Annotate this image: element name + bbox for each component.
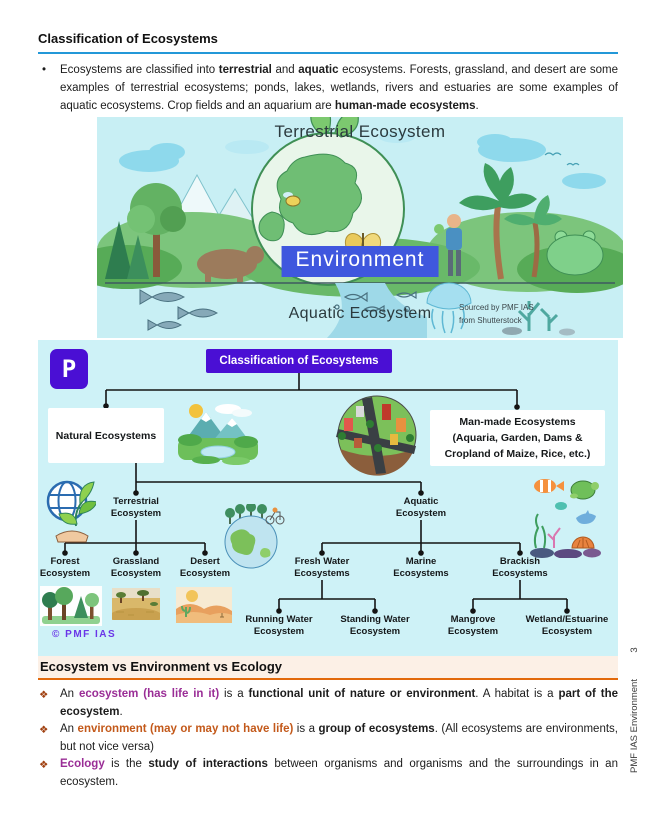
bear-icon xyxy=(197,246,264,282)
text-run: Ecosystems are classified into xyxy=(60,64,219,76)
text-run: is a xyxy=(219,688,249,700)
environment-label: Environment xyxy=(281,246,439,277)
jellyfish-icon xyxy=(426,282,472,334)
paragraph-text: Ecosystems are classified into terrestri… xyxy=(38,61,618,115)
text-run-bold: part of the ecosystem xyxy=(60,688,618,718)
small-fish-icons xyxy=(334,290,417,314)
pmfias-logo: P xyxy=(50,349,88,389)
diamond-bullet-icon: ❖ xyxy=(39,688,49,701)
node-manmade-ecosystems: Man-made Ecosystems (Aquaria, Garden, Da… xyxy=(430,410,605,466)
hero-top-label: Terrestrial Ecosystem xyxy=(274,122,446,141)
fish-icons xyxy=(139,289,219,331)
credit-line: from Shutterstock xyxy=(459,316,522,326)
leaf-icons xyxy=(310,117,359,138)
connector-lines xyxy=(62,373,570,614)
node-natural-ecosystems: Natural Ecosystems xyxy=(48,408,164,463)
text-run: . (All ecosystems are environments, but … xyxy=(60,723,618,753)
text-run-bold: functional unit of nature or environment xyxy=(248,688,476,700)
term-environment: environment (may or may not have life) xyxy=(77,723,294,735)
term-ecosystem: ecosystem (has life in it) xyxy=(78,688,220,700)
text-run: and xyxy=(271,64,299,76)
section2-heading: Ecosystem vs Environment vs Ecology xyxy=(40,659,283,674)
cloud-icons xyxy=(119,134,606,189)
section1-paragraph: • Ecosystems are classified into terrest… xyxy=(38,61,618,115)
bullet-dot: • xyxy=(42,64,47,76)
text-run-bold: study of interactions xyxy=(148,758,268,770)
bird-icons xyxy=(544,152,580,166)
text-run: ecosystems. Forests, grassland, and dese… xyxy=(60,64,619,112)
tree-icon xyxy=(127,183,186,277)
frog-icon xyxy=(546,230,604,276)
text-run: . A habitat is a xyxy=(475,688,559,700)
coral-icon xyxy=(517,301,559,331)
text-run-bold: human-made ecosystems xyxy=(334,100,476,112)
text-run-bold: terrestrial xyxy=(218,64,272,76)
text-run-bold: group of ecosystems xyxy=(318,723,435,735)
node-label: Man-made Ecosystems xyxy=(459,416,576,428)
text-run: An xyxy=(60,723,78,735)
page-number: 3 xyxy=(629,647,640,653)
globe-plant-icon xyxy=(46,480,96,543)
list-item: ❖ An ecosystem (has life in it) is a fun… xyxy=(38,686,618,721)
person-icon xyxy=(434,214,462,276)
list-item: ❖ Ecology is the study of interactions b… xyxy=(38,756,618,791)
diamond-bullet-icon: ❖ xyxy=(39,723,49,736)
earth-cyclist-illustration xyxy=(224,504,285,569)
side-margin-label: PMF IAS Environment xyxy=(629,679,640,773)
grassland-thumbnail xyxy=(112,588,160,620)
node-label: Natural Ecosystems xyxy=(55,429,157,442)
node-label: (Aquaria, Garden, Dams & xyxy=(452,432,583,444)
hero-bottom-label: Aquatic Ecosystem xyxy=(288,305,432,322)
landscape-illustration xyxy=(178,404,258,465)
credit-line: Sourced by PMF IAS xyxy=(459,303,534,312)
section2-bullets: ❖ An ecosystem (has life in it) is a fun… xyxy=(38,686,618,791)
text-run: is the xyxy=(104,758,149,770)
text-run-bold: aquatic xyxy=(298,64,339,76)
diagram-copyright: © PMF IAS xyxy=(52,629,117,640)
diamond-bullet-icon: ❖ xyxy=(39,758,49,771)
hero-illustration: Terrestrial Ecosystem Environment Aquati… xyxy=(97,117,623,338)
text-run: . xyxy=(475,100,479,112)
palm-tree-icons xyxy=(459,163,562,280)
bee-icon xyxy=(283,192,301,207)
text-run: . xyxy=(119,705,123,718)
text-run: between organisms and organisms and the … xyxy=(60,758,618,788)
text-run: An xyxy=(60,688,79,700)
section1-heading-rule: Classification of Ecosystems xyxy=(38,31,618,54)
node-label: Cropland of Maize, Rice, etc.) xyxy=(444,448,591,460)
term-ecology: Ecology xyxy=(60,758,105,770)
forest-thumbnail xyxy=(40,586,102,626)
coral-reef-illustration xyxy=(530,479,601,558)
list-item: ❖ An environment (may or may not have li… xyxy=(38,721,618,756)
diagram-title: Classification of Ecosystems xyxy=(206,349,392,373)
section1-heading: Classification of Ecosystems xyxy=(38,31,218,46)
desert-thumbnail xyxy=(176,587,232,623)
city-globe-illustration xyxy=(336,395,417,476)
text-run: is a xyxy=(293,723,319,735)
pine-icons xyxy=(105,221,149,279)
image-credit: Sourced by PMF IAS from Shutterstock xyxy=(459,301,559,327)
section2-heading-band: Ecosystem vs Environment vs Ecology xyxy=(38,656,618,680)
classification-diagram: P Classification of Ecosystems Natural E… xyxy=(38,340,618,656)
